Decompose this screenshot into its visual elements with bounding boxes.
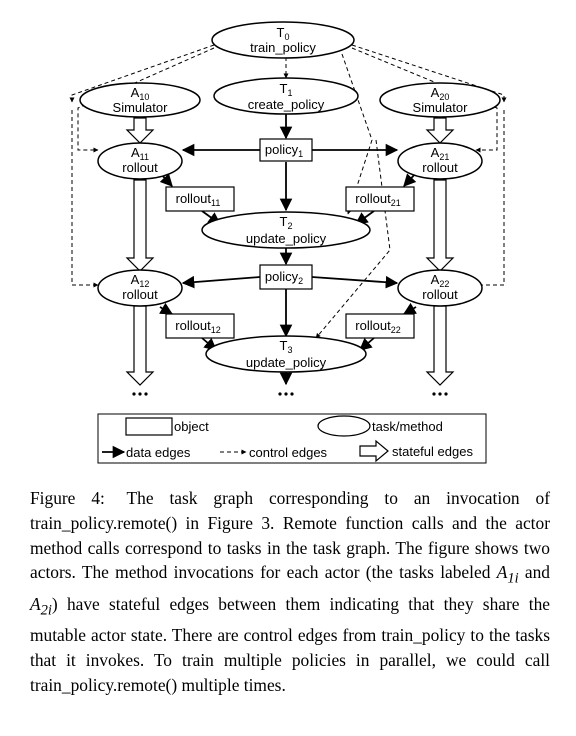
- control-edge-t0-a10: [69, 44, 215, 103]
- legend-object-label: object: [174, 419, 209, 434]
- t3-label: update_policy: [246, 355, 327, 370]
- a11-name: A11: [131, 145, 149, 162]
- control-edge-t0-a20: [351, 44, 507, 103]
- legend: object task/method data edges control ed…: [97, 413, 487, 464]
- node-a21: [397, 142, 483, 180]
- stateful-edge-a22-next: [425, 305, 455, 386]
- node-t1: [213, 77, 359, 115]
- legend-stateful-edge-swatch: [359, 439, 389, 463]
- data-edge-a12-rollout12: [159, 302, 174, 315]
- rollout12-label: rollout12: [175, 318, 220, 335]
- control-edge-t0-a21: [351, 47, 498, 153]
- t1-name: T1: [280, 81, 293, 98]
- caption-part2: ) have stateful edges between them indic…: [30, 593, 550, 695]
- node-rollout22: [345, 313, 415, 339]
- control-edge-t0-t3: [315, 139, 391, 339]
- t3-name: T3: [280, 338, 293, 355]
- node-a12: [97, 269, 183, 307]
- dots-right: [432, 392, 436, 396]
- node-t0: [211, 21, 355, 59]
- node-rollout21: [345, 186, 415, 212]
- rollout22-label: rollout22: [355, 318, 400, 335]
- a10-name: A10: [131, 85, 150, 102]
- caption-label: Figure 4:: [30, 488, 105, 508]
- stateful-edge-a21-a22: [425, 179, 455, 272]
- a21-name: A21: [431, 145, 450, 162]
- dots-left: [132, 392, 136, 396]
- a21-label: rollout: [422, 160, 458, 175]
- a22-name: A22: [431, 272, 450, 289]
- legend-object-swatch: [125, 417, 173, 436]
- control-edge-t0-a11: [77, 47, 215, 153]
- a12-name: A12: [131, 272, 150, 289]
- legend-control-edges-label: control edges: [249, 445, 328, 460]
- a20-name: A20: [431, 85, 450, 102]
- task-nodes: [79, 21, 501, 373]
- rollout11-label: rollout11: [176, 191, 221, 208]
- node-rollout11: [165, 186, 235, 212]
- caption-and: and: [518, 562, 550, 583]
- caption-a1i: A1i: [496, 562, 519, 587]
- a11-label: rollout: [122, 160, 158, 175]
- node-a10: [79, 82, 201, 118]
- caption-a2i: A2i: [30, 593, 52, 619]
- stateful-edge-a10-a11: [125, 117, 155, 144]
- a20-label: Simulator: [413, 100, 469, 115]
- rollout21-label: rollout21: [355, 191, 400, 208]
- t0-label: train_policy: [250, 40, 316, 55]
- legend-stateful-edges-label: stateful edges: [392, 444, 473, 459]
- policy1-label: policy1: [265, 142, 303, 159]
- node-t3: [205, 335, 367, 373]
- control-edge-t0-a12: [71, 110, 99, 288]
- t2-label: update_policy: [246, 231, 327, 246]
- node-labels: T0 train_policy T1 create_policy A10 Sim…: [113, 25, 469, 370]
- a12-label: rollout: [122, 287, 158, 302]
- t0-name: T0: [277, 25, 290, 42]
- policy2-label: policy2: [265, 269, 303, 286]
- figure-caption: Figure 4: The task graph corresponding t…: [30, 486, 550, 697]
- caption-part1: The task graph corresponding to an invoc…: [30, 488, 550, 583]
- node-rollout12: [165, 313, 235, 339]
- t1-label: create_policy: [248, 97, 325, 112]
- a10-label: Simulator: [113, 100, 169, 115]
- a22-label: rollout: [422, 287, 458, 302]
- stateful-edge-a11-a12: [125, 179, 155, 272]
- control-edge-t0-a22: [475, 110, 505, 288]
- node-policy1: [259, 138, 313, 162]
- stateful-edge-a12-next: [125, 305, 155, 386]
- data-edge-policy2-a22: [311, 275, 399, 289]
- data-edge-policy2-a12: [181, 275, 261, 289]
- stateful-edges: [125, 117, 455, 386]
- node-a22: [397, 269, 483, 307]
- node-a11: [97, 142, 183, 180]
- legend-data-edges-label: data edges: [126, 445, 191, 460]
- dots-center: [278, 392, 282, 396]
- node-a20: [379, 82, 501, 118]
- t2-name: T2: [280, 214, 293, 231]
- task-graph-diagram: T0 train_policy T1 create_policy A10 Sim…: [69, 21, 507, 464]
- node-t2: [201, 211, 371, 249]
- node-policy2: [259, 264, 313, 290]
- object-nodes: [165, 138, 415, 339]
- legend-task-label: task/method: [372, 419, 443, 434]
- stateful-edge-a20-a21: [425, 117, 455, 144]
- legend-task-swatch: [317, 415, 371, 437]
- data-edge-a22-rollout22: [402, 302, 417, 315]
- control-edges: [69, 44, 507, 339]
- continuation-dots: [132, 392, 448, 396]
